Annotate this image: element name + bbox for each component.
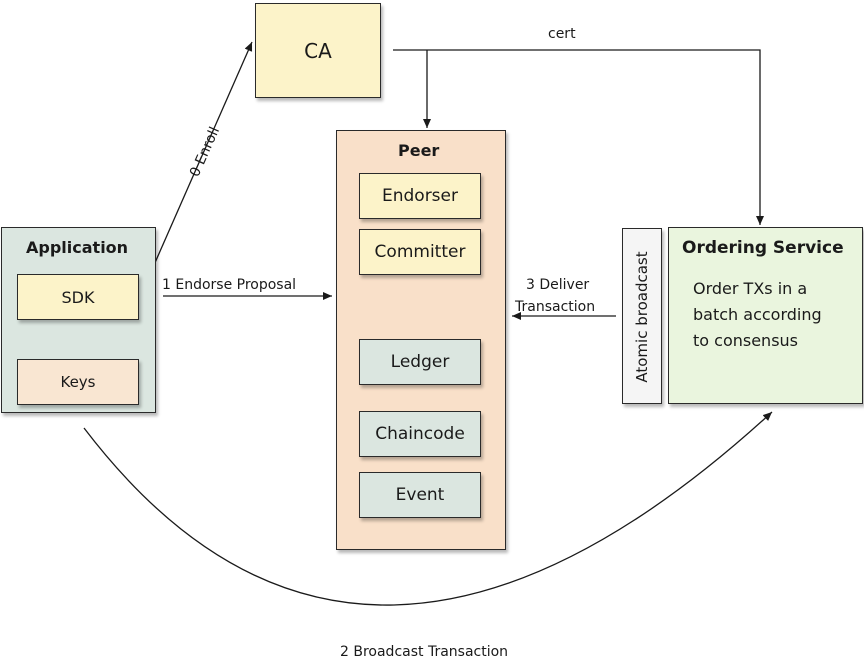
atomic-broadcast-label: Atomic broadcast [633,251,651,383]
ca-box: CA [255,3,381,98]
ordering-service-label: Ordering Service [682,238,844,258]
keys-box: Keys [17,359,139,405]
committer-label: Committer [374,242,466,262]
deliver-label-line-1: 3 Deliver [526,277,590,293]
endorse-label: 1 Endorse Proposal [162,277,297,293]
ledger-box: Ledger [359,339,481,385]
chaincode-box: Chaincode [359,411,481,457]
sdk-box: SDK [17,274,139,320]
committer-box: Committer [359,229,481,275]
ordering-desc-line-2: batch according [693,305,822,324]
broadcast-arrow [83,411,773,606]
sdk-label: SDK [61,287,95,307]
broadcast-label: 2 Broadcast Transaction [340,644,509,660]
ca-label: CA [304,38,332,63]
ordering-service-box: Ordering Service Order TXs in a batch ac… [668,227,863,404]
ledger-label: Ledger [390,352,450,372]
deliver-label-line-2: Transaction [515,299,596,315]
ordering-desc-line-1: Order TXs in a [693,279,808,298]
event-box: Event [359,472,481,518]
keys-label: Keys [60,373,96,391]
cert-line [393,49,764,225]
cert-label: cert [548,26,576,42]
ordering-desc-line-3: to consensus [693,331,799,350]
endorser-box: Endorser [359,173,481,219]
peer-label: Peer [398,141,440,160]
event-label: Event [395,485,445,505]
chaincode-label: Chaincode [375,424,465,444]
application-label: Application [26,238,129,257]
enroll-arrow [142,41,253,291]
atomic-broadcast-box: Atomic broadcast [622,228,662,404]
endorser-label: Endorser [381,186,458,206]
